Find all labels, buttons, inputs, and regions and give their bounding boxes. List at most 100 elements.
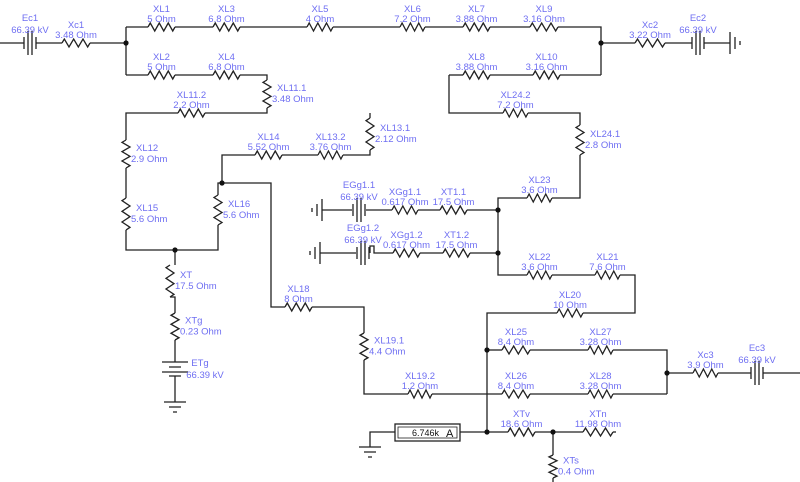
resistor-xl21[interactable]	[594, 269, 621, 281]
component-value: 66.39 kV	[11, 25, 49, 36]
wire	[125, 112, 178, 140]
resistor-xl24-1[interactable]	[574, 124, 586, 156]
wire	[558, 26, 602, 75]
component-name: XL6	[404, 4, 421, 15]
resistor-xt[interactable]	[164, 264, 176, 298]
resistor-xtv[interactable]	[507, 426, 536, 438]
component-name: Xc1	[68, 20, 84, 31]
resistor-xts[interactable]	[547, 454, 559, 479]
wire	[363, 360, 408, 395]
component-value: 5.6 Ohm	[131, 214, 168, 225]
resistor-xl10[interactable]	[532, 69, 561, 81]
resistor-xl18[interactable]	[284, 301, 313, 313]
resistor-xtn[interactable]	[582, 426, 614, 438]
ground-line	[359, 446, 381, 458]
battery-icon	[162, 361, 188, 377]
resistor-xl27[interactable]	[587, 344, 614, 356]
resistor-xc2[interactable]	[634, 37, 666, 49]
ammeter-display	[397, 426, 458, 439]
resistor-xc1[interactable]	[61, 37, 91, 49]
ammeter[interactable]: 6.746k A	[394, 423, 461, 442]
ground-line	[309, 242, 321, 264]
voltage-source-egg1-2[interactable]	[356, 241, 370, 265]
resistor-xl14[interactable]	[254, 149, 283, 161]
component-name: XL4	[218, 52, 235, 63]
resistor-xl13-2[interactable]	[317, 149, 344, 161]
wire	[497, 197, 527, 276]
resistor-xl3[interactable]	[212, 21, 241, 33]
resistor-xt1-2[interactable]	[442, 247, 471, 259]
voltage-source-egg1-1[interactable]	[352, 198, 366, 222]
resistor-icon	[442, 247, 471, 259]
component-name: Ec1	[22, 13, 38, 24]
resistor-xl9[interactable]	[529, 21, 559, 33]
component-value: 3.28 Ohm	[580, 337, 622, 348]
component-name: XT1.1	[441, 187, 466, 198]
resistor-xl23[interactable]	[526, 192, 553, 204]
resistor-xl22[interactable]	[526, 269, 553, 281]
resistor-xl2[interactable]	[147, 69, 176, 81]
component-name: XL8	[468, 52, 485, 63]
component-value: 66.39 kV	[186, 370, 224, 381]
resistor-xt1-1[interactable]	[439, 204, 468, 216]
component-value: 8 Ohm	[284, 294, 313, 305]
component-value: 2.2 Ohm	[173, 100, 210, 111]
resistor-icon	[407, 388, 433, 400]
component-name: XL18	[287, 284, 309, 295]
resistor-xl28[interactable]	[587, 388, 614, 400]
component-value: 6.8 Ohm	[208, 14, 245, 25]
resistor-xgg1-2[interactable]	[392, 247, 421, 259]
resistor-xl19-1[interactable]	[358, 332, 370, 361]
wire	[583, 274, 636, 314]
resistor-xl11-1[interactable]	[261, 79, 273, 109]
voltage-source-etg[interactable]	[162, 361, 188, 377]
component-name: XT	[180, 270, 192, 281]
component-name: XL19.1	[374, 336, 404, 347]
resistor-xl11-2[interactable]	[177, 107, 206, 119]
resistor-xgg1-1[interactable]	[391, 204, 419, 216]
resistor-xl1[interactable]	[147, 21, 176, 33]
resistor-xl25[interactable]	[501, 344, 531, 356]
ammeter-reading: 6.746k	[412, 428, 440, 438]
junction-dot	[123, 40, 129, 46]
resistor-xl24-2[interactable]	[502, 107, 529, 119]
ground-icon	[309, 242, 321, 264]
component-name: XL13.1	[380, 123, 410, 134]
resistor-xl8[interactable]	[462, 69, 491, 81]
voltage-source-ec3[interactable]	[750, 361, 764, 385]
resistor-xl26[interactable]	[501, 388, 531, 400]
resistor-xl5[interactable]	[306, 21, 334, 33]
resistor-xl12[interactable]	[120, 139, 132, 169]
component-value: 3.6 Ohm	[521, 185, 558, 196]
resistor-icon	[587, 388, 614, 400]
resistor-xtg[interactable]	[169, 312, 181, 341]
voltage-source-ec2[interactable]	[691, 31, 705, 55]
resistor-xl4[interactable]	[212, 69, 241, 81]
component-value: 5.52 Ohm	[248, 142, 290, 153]
resistor-xl6[interactable]	[399, 21, 426, 33]
component-value: 18.6 Ohm	[501, 419, 543, 430]
resistor-xl15[interactable]	[120, 197, 132, 231]
component-value: 66.39 kV	[344, 235, 382, 246]
resistor-xl7[interactable]	[462, 21, 491, 33]
resistor-xl20[interactable]	[556, 307, 584, 319]
voltage-source-ec1[interactable]	[23, 31, 37, 55]
component-name: XL28	[589, 371, 611, 382]
component-value: 0.4 Ohm	[558, 467, 595, 478]
component-value: 3.28 Ohm	[580, 381, 622, 392]
ground-icon	[311, 199, 323, 221]
component-name: XL26	[505, 371, 527, 382]
resistor-xl16[interactable]	[212, 194, 224, 226]
component-value: 7.2 Ohm	[497, 100, 534, 111]
resistor-xl19-2[interactable]	[407, 388, 433, 400]
component-value: 66.39 kV	[340, 192, 378, 203]
resistor-xl13-1[interactable]	[364, 117, 376, 151]
component-name: XGg1.2	[390, 230, 422, 241]
component-value: 2.9 Ohm	[131, 154, 168, 165]
component-name: XL11.2	[177, 90, 206, 101]
resistor-xc3[interactable]	[692, 367, 719, 379]
component-value: 3.16 Ohm	[526, 62, 568, 73]
resistor-icon	[120, 139, 132, 169]
wire	[205, 108, 268, 114]
